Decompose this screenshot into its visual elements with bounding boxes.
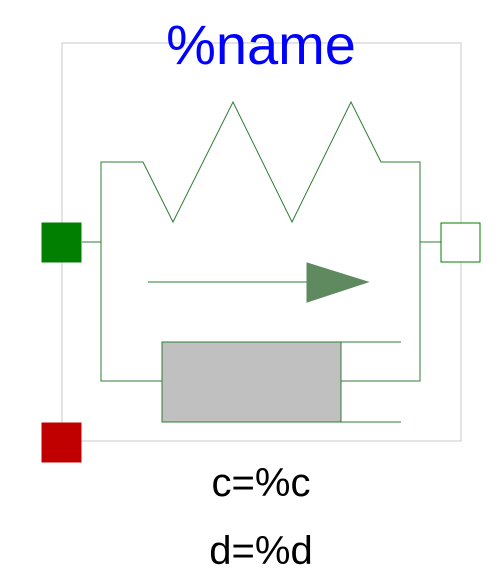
flange-a-connector-icon[interactable] <box>41 222 82 263</box>
component-name-label: %name <box>166 13 356 76</box>
spring-zigzag-icon <box>100 100 421 242</box>
heat-port-icon[interactable] <box>41 422 82 463</box>
damper-left-line <box>100 242 162 382</box>
rotation-arrow-icon <box>306 262 370 303</box>
stiffness-label: c=%c <box>212 461 311 505</box>
damper-cylinder-icon <box>161 341 342 423</box>
flange-b-connector-icon[interactable] <box>440 222 481 263</box>
damping-label: d=%d <box>209 529 312 573</box>
damper-right-line <box>341 242 421 382</box>
